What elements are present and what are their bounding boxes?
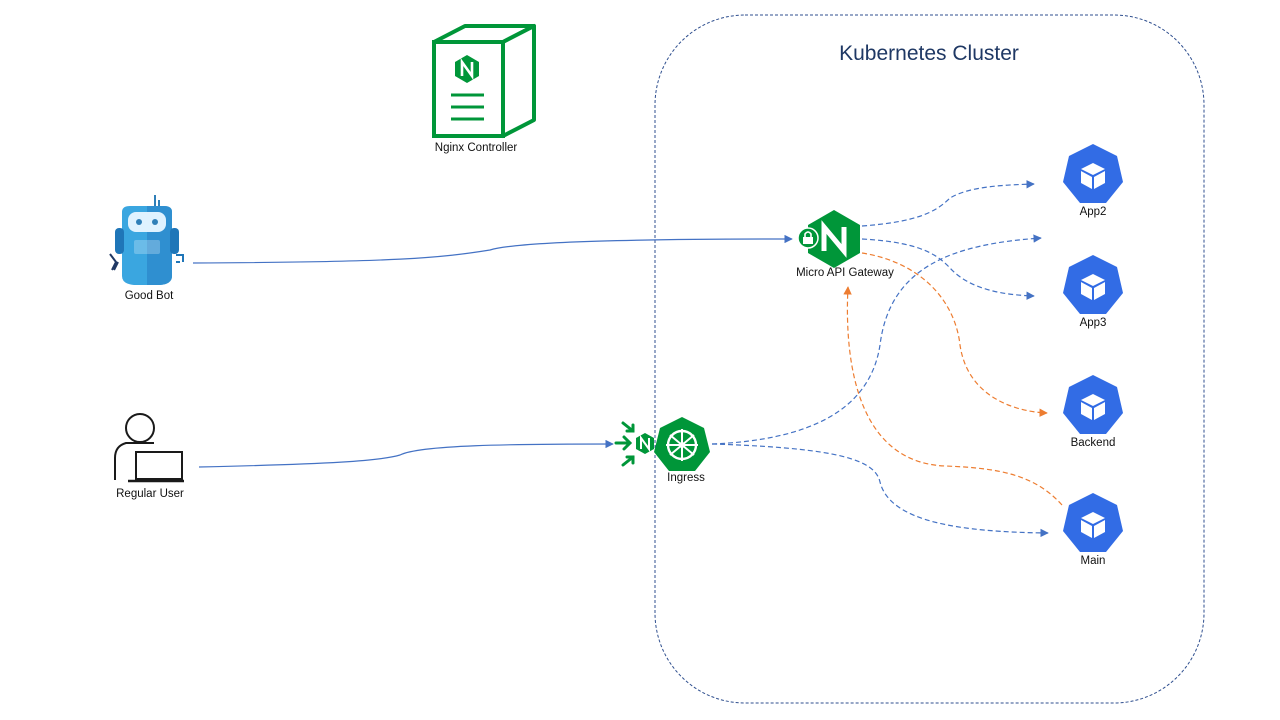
kubernetes-pod-icon: [1063, 493, 1123, 552]
edge-gateway-to-app2: [861, 180, 1035, 227]
kubernetes-pod-icon: [1063, 255, 1123, 314]
app3-label: App3: [1079, 317, 1107, 329]
cluster-title: Kubernetes Cluster: [839, 42, 1019, 65]
edge-ingress-to-app2: [711, 234, 1042, 445]
edge-ingress-to-main: [711, 443, 1049, 538]
robot-icon: [109, 195, 184, 285]
app2-label: App2: [1079, 206, 1107, 218]
edge-goodbot-to-gateway: [192, 234, 793, 264]
nginx-ingress-badge-icon: [614, 421, 654, 467]
edge-main-to-gateway: [843, 286, 1063, 506]
ingress-label: Ingress: [667, 472, 705, 484]
nginx-controller-label: Nginx Controller: [434, 142, 518, 154]
nginx-server-icon: [432, 24, 536, 138]
kubernetes-pod-icon: [1063, 144, 1123, 203]
edge-user-to-ingress: [198, 439, 614, 468]
edge-gateway-to-backend: [861, 252, 1048, 417]
good-bot-label: Good Bot: [124, 290, 174, 302]
main-label: Main: [1080, 555, 1106, 567]
micro-api-gateway-label: Micro API Gateway: [796, 267, 894, 279]
kubernetes-pod-icon: [1063, 375, 1123, 434]
backend-label: Backend: [1070, 437, 1116, 449]
kubernetes-wheel-icon: [654, 417, 710, 471]
user-laptop-icon: [114, 413, 184, 483]
kubernetes-cluster-boundary: [654, 14, 1205, 704]
regular-user-label: Regular User: [116, 488, 184, 500]
nginx-lock-icon: [797, 210, 860, 268]
